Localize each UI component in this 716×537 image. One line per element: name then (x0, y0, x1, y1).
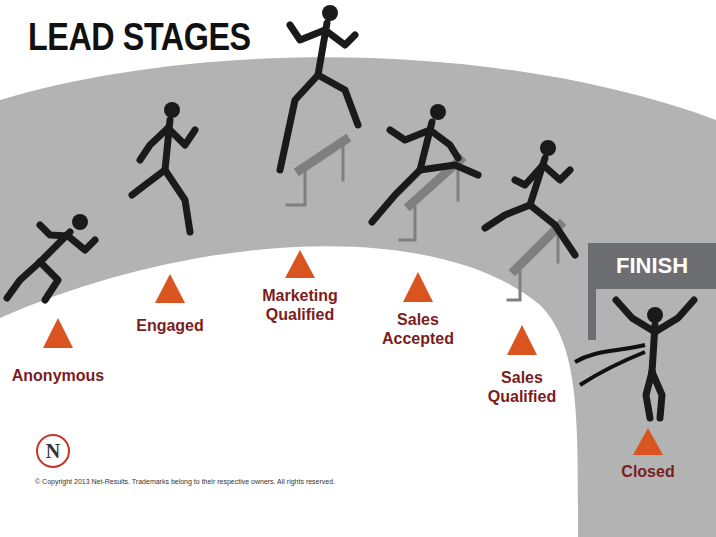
stage-marker (43, 318, 73, 348)
finish-banner: FINISH (588, 243, 716, 289)
runner-arm (616, 300, 655, 332)
stage-marker (155, 274, 185, 303)
finish-post (588, 285, 596, 340)
runner-leg (485, 205, 530, 228)
runner-arm (290, 25, 325, 40)
stage-label: Sales Qualified (477, 368, 567, 406)
runner-figure (280, 5, 358, 170)
runner-arm (140, 128, 168, 160)
runner-leg (40, 262, 58, 300)
runner-leg (132, 170, 165, 195)
node-text: N (46, 440, 60, 463)
runner-arm (430, 130, 458, 158)
runner-arm (515, 165, 543, 185)
runner-leg (372, 170, 420, 222)
stage-label: Engaged (115, 316, 225, 335)
runner-arm (168, 128, 195, 145)
runner-head (430, 104, 446, 120)
stage-markers (43, 250, 663, 455)
node-text: FINISH (616, 253, 688, 279)
stage-label: Closed (608, 462, 688, 481)
hurdle-leg (342, 145, 345, 180)
runner-leg (646, 372, 652, 418)
stage-label: Marketing Qualified (250, 286, 350, 324)
copyright-note: © Copyright 2013 Net-Results. Trademarks… (35, 478, 465, 486)
hurdle-leg (287, 172, 305, 205)
hurdle-bar (515, 225, 560, 270)
finish-tape (575, 345, 645, 362)
runner-leg (280, 75, 318, 170)
stage-marker (633, 428, 663, 455)
runner-head (164, 102, 180, 118)
runner-arm (68, 236, 95, 250)
finish-tape (580, 352, 645, 385)
runner-leg (530, 205, 575, 255)
runner-leg (165, 170, 190, 232)
runner-arm (543, 165, 570, 180)
runner-leg (420, 165, 478, 175)
stage-label: Sales Accepted (373, 310, 463, 348)
runner-head (322, 5, 338, 21)
runner-arm (40, 225, 68, 236)
runner-figure (132, 102, 195, 232)
stage-marker (285, 250, 315, 278)
stage-label: Anonymous (3, 366, 113, 385)
runner-head (540, 140, 556, 156)
runner-leg (652, 372, 662, 418)
runner-head (647, 307, 663, 323)
runner-figure (485, 140, 575, 255)
logo-badge: N (36, 434, 70, 468)
hurdle-leg (508, 272, 520, 300)
hurdle-leg (400, 207, 415, 240)
track-band (0, 57, 716, 537)
runner-arm (390, 130, 430, 140)
hurdle-bar (300, 140, 345, 170)
runner-arm (325, 30, 355, 45)
runner-figure (7, 214, 95, 300)
diagram-title: LEAD STAGES (28, 18, 251, 56)
runner-leg (7, 262, 40, 298)
runner-leg (318, 75, 358, 125)
runner-figure (372, 104, 478, 222)
runner-arm (655, 300, 694, 332)
runner-head (72, 214, 88, 230)
runners (7, 5, 694, 418)
stage-marker (507, 325, 537, 355)
stage-marker (403, 272, 433, 302)
